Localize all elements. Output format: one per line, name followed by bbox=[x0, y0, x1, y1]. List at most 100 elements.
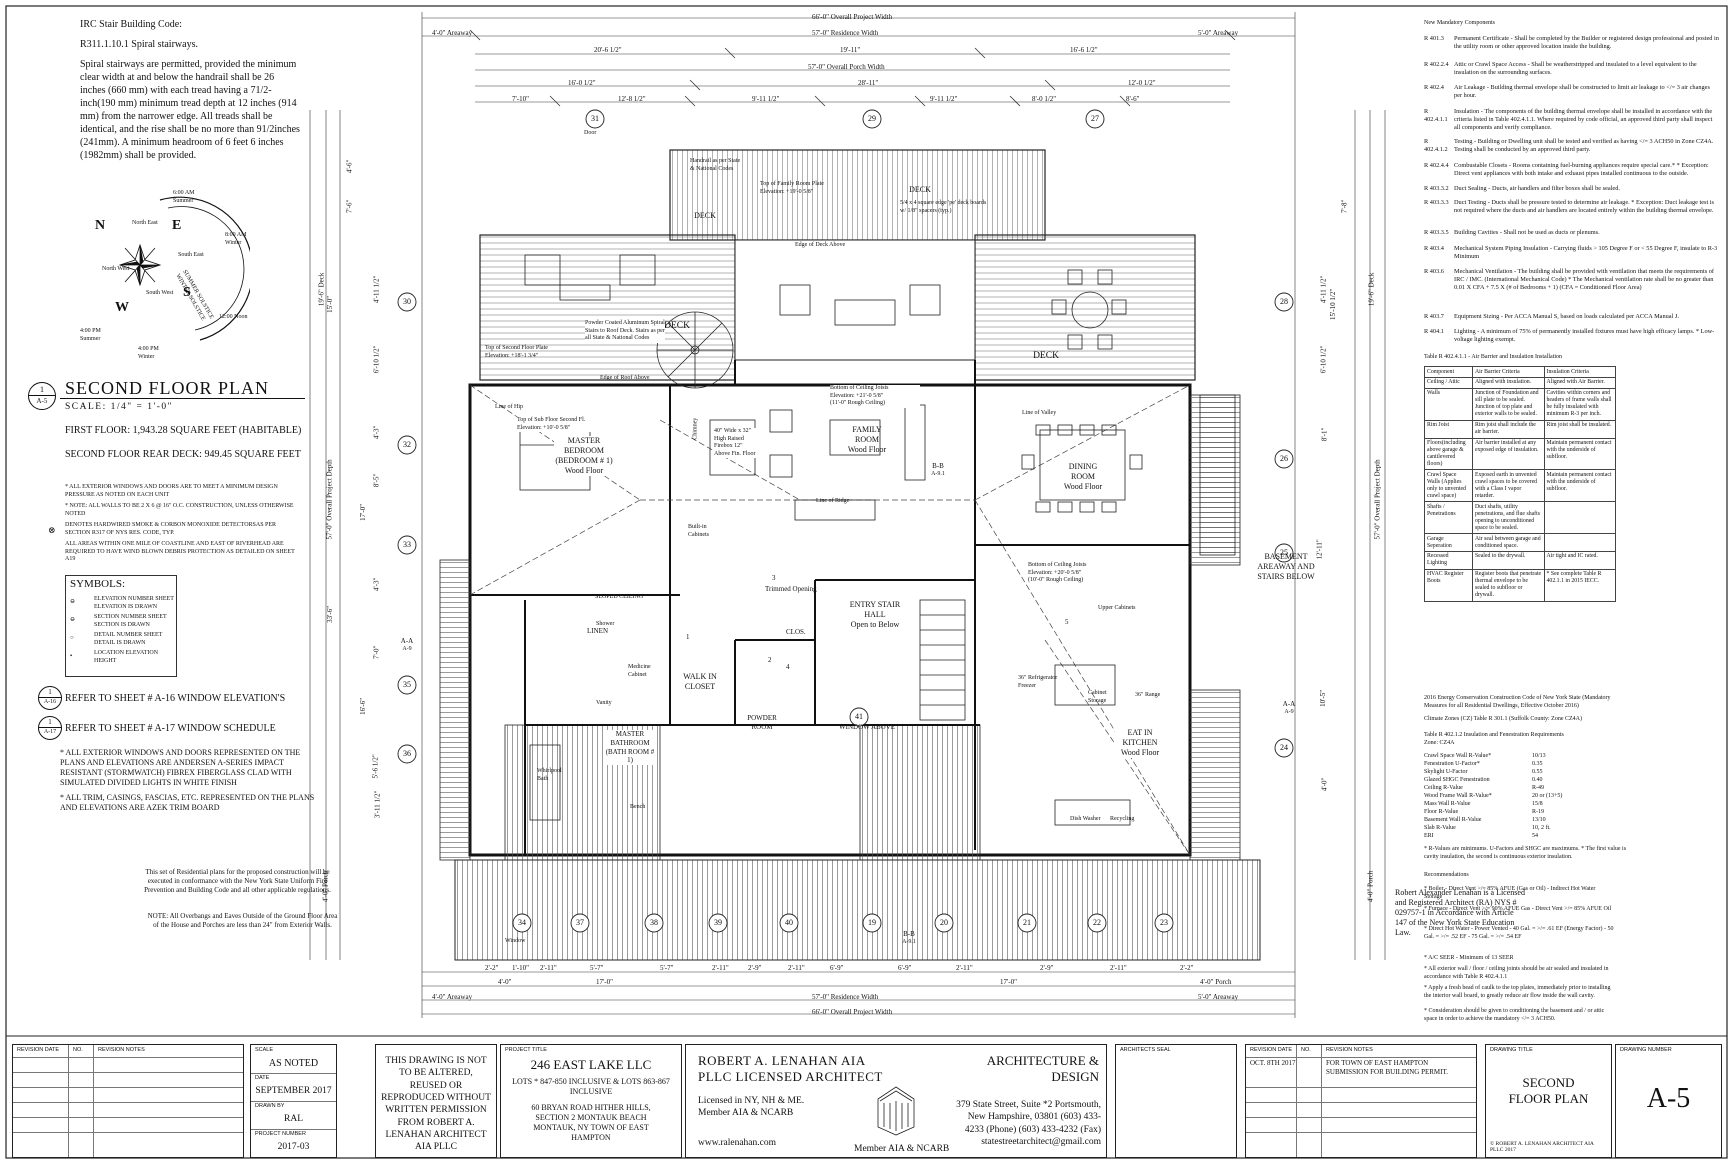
dim-label: 5'-0" Areaway bbox=[1198, 29, 1239, 37]
room-label: MASTER BEDROOM (BEDROOM # 1)Wood Floor bbox=[554, 436, 614, 476]
dim-label: 9'-11 1/2" bbox=[752, 95, 780, 103]
plan-note: Powder Coated Aluminum Spiral Stairs to … bbox=[585, 320, 665, 343]
location-marker-circle bbox=[397, 535, 417, 555]
dim-label: 1'-10" bbox=[512, 964, 529, 972]
room-label: POWDER ROOM bbox=[747, 714, 777, 731]
location-marker: 37 bbox=[576, 918, 584, 927]
general-note: DENOTES HARDWIRED SMOKE & CORBON MONOXID… bbox=[65, 522, 277, 536]
project-title-box: PROJECT TITLE 246 EAST LAKE LLC LOTS * 8… bbox=[500, 1044, 682, 1158]
dim-label: 7'-0" bbox=[372, 645, 381, 660]
location-marker-circle bbox=[849, 707, 869, 727]
dim-label: 4'-0" Areaway bbox=[432, 29, 473, 37]
dim-label: 15'-0" bbox=[326, 295, 335, 313]
dim-label: 2'-11" bbox=[1110, 964, 1127, 972]
location-marker: 29 bbox=[868, 114, 876, 123]
location-marker-circle bbox=[397, 292, 417, 312]
dim-label: 4'-3" bbox=[372, 425, 381, 440]
dim-label: 3'-11 1/2" bbox=[373, 790, 382, 819]
dim-label: 5'-0" Areaway bbox=[1198, 993, 1239, 1001]
dim-label: 17'-0" bbox=[1000, 978, 1017, 986]
location-marker: 34 bbox=[518, 918, 526, 927]
plan-note: Chimney bbox=[692, 417, 699, 440]
location-marker: 19 bbox=[868, 918, 876, 927]
location-marker: 39 bbox=[714, 918, 722, 927]
plan-note: 36" Range bbox=[1135, 692, 1161, 698]
window-note: * ALL TRIM, CASINGS, FASCIAS, ETC. REPRE… bbox=[60, 793, 315, 812]
dim-label: 6'-9" bbox=[830, 964, 844, 972]
plan-note: Shower bbox=[596, 621, 615, 627]
dim-label: 17'-0" bbox=[596, 978, 613, 986]
dim-label: 4'-0" bbox=[1320, 777, 1329, 792]
room-label: BASEMENT AREAWAY AND STAIRS BELOW bbox=[1257, 552, 1315, 581]
dim-label: 12'-11" bbox=[1315, 539, 1324, 560]
dim-label: 4'-0" Porch bbox=[1366, 870, 1375, 903]
location-marker-circle bbox=[397, 744, 417, 764]
room-label: MASTER BATHROOM (BATH ROOM # 1) bbox=[605, 730, 655, 765]
dim-label: 8'-0 1/2" bbox=[1032, 95, 1057, 103]
seal-box: ARCHITECTS SEAL bbox=[1115, 1044, 1237, 1158]
location-marker: 36 bbox=[403, 749, 411, 758]
location-marker: 25 bbox=[1280, 548, 1288, 557]
section-symbol-icon: ⊖ bbox=[70, 617, 76, 623]
code-body: Spiral stairways are permitted, provided… bbox=[80, 59, 300, 161]
detail-marker: 3 bbox=[772, 574, 776, 582]
compass-sub: South West bbox=[146, 290, 174, 296]
location-marker: 41 bbox=[855, 712, 863, 721]
code-title: IRC Stair Building Code: bbox=[80, 19, 182, 30]
dim-label: 2'-2" bbox=[485, 964, 499, 972]
location-marker: 35 bbox=[403, 680, 411, 689]
conformance-note: This set of Residential plans for the pr… bbox=[144, 868, 331, 894]
room-label: CLOS. bbox=[786, 628, 806, 636]
location-marker-circle bbox=[1017, 913, 1037, 933]
revision-box: REVISION DATE NO. REVISION NOTES bbox=[12, 1044, 244, 1158]
detail-marker: 2 bbox=[768, 656, 772, 664]
dim-label: 7'-10" bbox=[512, 95, 529, 103]
plan-note: Line of Ridge bbox=[816, 498, 850, 504]
dim-label: 4'-0" Areaway bbox=[432, 993, 473, 1001]
dim-label: 57'-0" Overall Porch Width bbox=[808, 63, 885, 71]
dim-label: 10'-5" bbox=[1319, 689, 1328, 707]
general-note: ALL AREAS WITHIN ONE MILE OF COASTLINE A… bbox=[65, 541, 295, 562]
dim-label: 57'-0" Overall Project Depth bbox=[1373, 459, 1382, 540]
plan-note: Edge of Deck Above bbox=[795, 242, 846, 248]
recommendation: * Consideration should be given to condi… bbox=[1424, 1008, 1605, 1022]
location-marker-circle bbox=[644, 913, 664, 933]
compass-sub: South East bbox=[178, 252, 204, 258]
dim-label: 5'-7" bbox=[660, 964, 674, 972]
recommendation: * Direct Hot Water - Power Vented - 40 G… bbox=[1424, 926, 1614, 940]
plan-area-2: SECOND FLOOR REAR DECK: 949.45 SQUARE FE… bbox=[65, 449, 301, 460]
plan-scale: SCALE: 1/4" = 1'-0" bbox=[65, 402, 173, 412]
dim-label: 4'-11 1/2" bbox=[1319, 275, 1328, 304]
room-label: DECK bbox=[909, 185, 931, 194]
dim-label: 8'-5" bbox=[372, 473, 381, 488]
location-marker-circle bbox=[862, 913, 882, 933]
plan-note: Dish Washer bbox=[1070, 816, 1101, 822]
dim-label: 8'-6" bbox=[1126, 95, 1140, 103]
dim-label: 2'-9" bbox=[1040, 964, 1054, 972]
dim-label: 4'-3" bbox=[372, 577, 381, 592]
room-label: DECK bbox=[694, 211, 716, 220]
mandatory-title: New Mandatory Components bbox=[1424, 20, 1495, 26]
dim-label: 66'-0" Overall Project Width bbox=[812, 1008, 893, 1016]
dim-label: 2'-2" bbox=[1180, 964, 1194, 972]
plan-note: Vanity bbox=[596, 700, 612, 706]
location-marker: 31 bbox=[591, 114, 599, 123]
dim-label: 2'-11" bbox=[788, 964, 805, 972]
plan-note: SLOPED CEILING bbox=[595, 594, 644, 600]
dim-label: 19'-6" Deck bbox=[1367, 272, 1376, 307]
recommendation: * All exterior wall / floor / ceiling jo… bbox=[1424, 966, 1609, 980]
location-marker-circle bbox=[1087, 913, 1107, 933]
